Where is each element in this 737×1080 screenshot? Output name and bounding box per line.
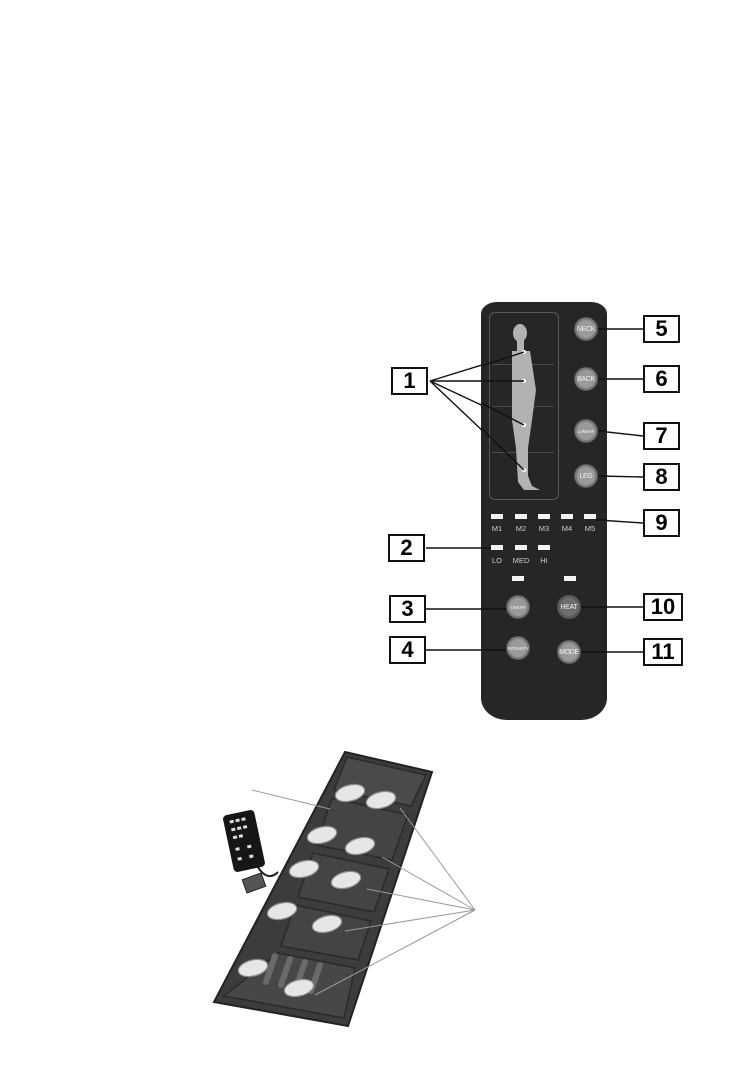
- body-figure: [512, 324, 540, 490]
- callout-8: 8: [643, 463, 680, 491]
- intensity-label-med: MED: [510, 556, 532, 565]
- mode-button[interactable]: MODE: [557, 640, 581, 664]
- callout-9: 9: [643, 509, 680, 537]
- intensity-button[interactable]: INTENSITY: [506, 636, 530, 660]
- mode-led-3: [538, 514, 550, 519]
- callout-2: 2: [388, 534, 425, 562]
- neck-button[interactable]: NECK: [574, 317, 598, 341]
- mode-led-4: [561, 514, 573, 519]
- intensity-led-med: [515, 545, 527, 550]
- callout-10: 10: [643, 593, 683, 621]
- mode-label-m5: M5: [579, 524, 601, 533]
- intensity-label-lo: LO: [486, 556, 508, 565]
- back-button[interactable]: BACK: [574, 367, 598, 391]
- mode-label-m3: M3: [533, 524, 555, 533]
- callout-3: 3: [389, 595, 426, 623]
- lumbar-button[interactable]: LUMBAR: [574, 419, 598, 443]
- callout-11: 11: [643, 638, 683, 666]
- callout-4: 4: [389, 636, 426, 664]
- intensity-led-lo: [491, 545, 503, 550]
- mode-led-1: [491, 514, 503, 519]
- heat-led: [564, 576, 576, 581]
- power-led: [512, 576, 524, 581]
- heat-button[interactable]: HEAT: [557, 595, 581, 619]
- callout-6: 6: [643, 365, 680, 393]
- leg-button[interactable]: LEG: [574, 464, 598, 488]
- callout-7: 7: [643, 422, 680, 450]
- callout-5: 5: [643, 315, 680, 343]
- mode-label-m2: M2: [510, 524, 532, 533]
- mode-led-5: [584, 514, 596, 519]
- intensity-led-hi: [538, 545, 550, 550]
- callout-1: 1: [391, 367, 428, 395]
- on-off-button[interactable]: ON/OFF: [506, 595, 530, 619]
- mode-led-2: [515, 514, 527, 519]
- mode-label-m1: M1: [486, 524, 508, 533]
- mode-label-m4: M4: [556, 524, 578, 533]
- intensity-label-hi: HI: [533, 556, 555, 565]
